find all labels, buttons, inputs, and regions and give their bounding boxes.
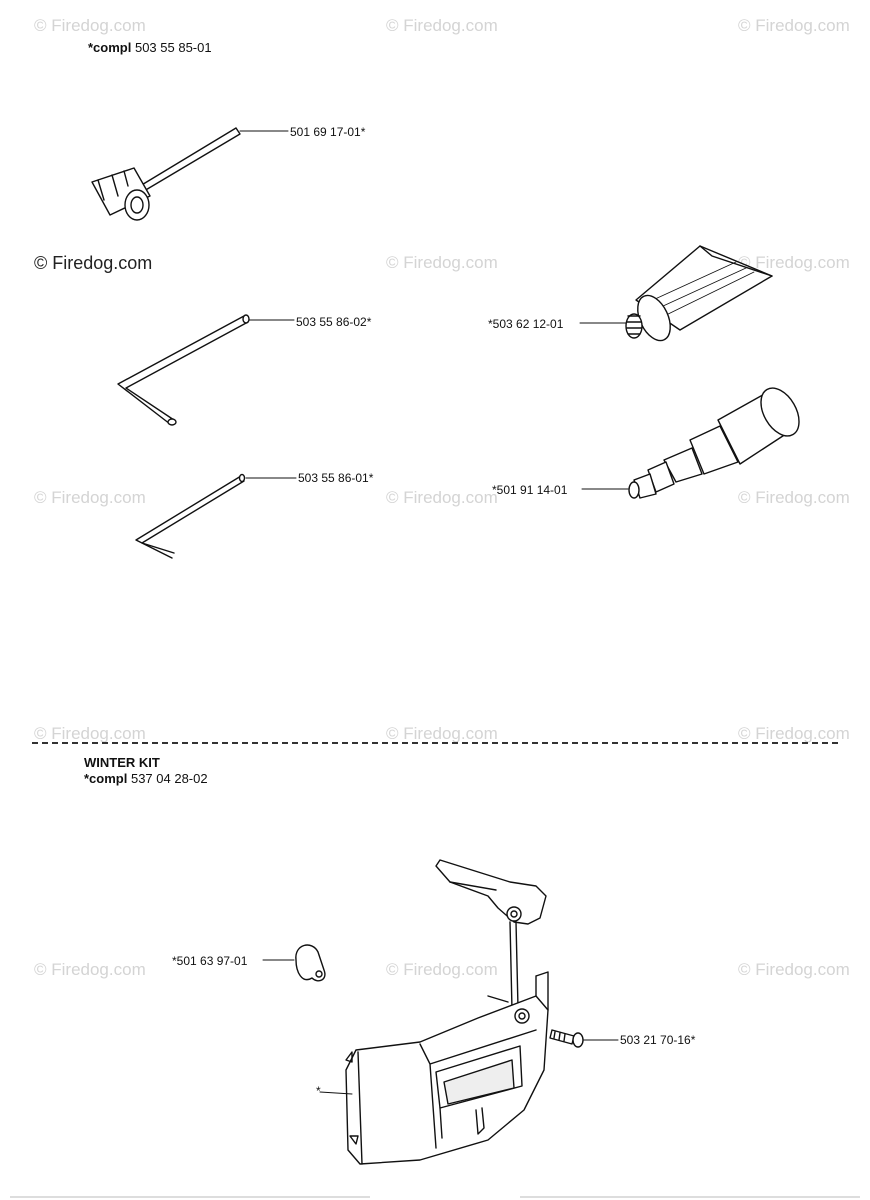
footer-rule (10, 1196, 370, 1198)
kit2-title: WINTER KIT (84, 755, 160, 770)
winter-cover-drawing (319, 971, 549, 1165)
hex-key-small-drawing (135, 473, 297, 559)
watermark: © Firedog.com (386, 488, 498, 507)
winter-kit-lever-drawing (435, 859, 547, 1011)
kit2-compl-number: *compl 537 04 28-02 (84, 771, 208, 786)
hex-key-large-drawing (117, 314, 295, 426)
spark-plug-wrench-drawing (91, 127, 289, 221)
part-label-hex-key-small: 503 55 86-01* (298, 471, 374, 485)
part-label-cover-plate: *501 63 97-01 (172, 954, 248, 968)
cover-plate-drawing (262, 944, 326, 982)
watermark-dark: © Firedog.com (34, 253, 153, 273)
watermark: © Firedog.com (34, 960, 146, 979)
kit1-compl-number: *compl 503 55 85-01 (88, 40, 212, 55)
bearing-tool-drawing (581, 387, 800, 499)
compl-number: 503 55 85-01 (134, 40, 212, 55)
watermark: © Firedog.com (386, 960, 498, 979)
watermark: © Firedog.com (386, 253, 498, 272)
watermark: © Firedog.com (34, 488, 146, 507)
part-label-bearing-tool: *501 91 14-01 (492, 483, 568, 497)
watermark: © Firedog.com (738, 960, 850, 979)
watermark: © Firedog.com (34, 16, 146, 35)
footer-rule (520, 1196, 860, 1198)
compl-number: 537 04 28-02 (130, 771, 208, 786)
compl-prefix: *compl (84, 771, 128, 786)
part-label-hex-key-large: 503 55 86-02* (296, 315, 372, 329)
part-label-winter-cover: * (316, 1084, 321, 1098)
grease-tube-drawing (579, 245, 773, 342)
watermark: © Firedog.com (386, 16, 498, 35)
watermark: © Firedog.com (738, 488, 850, 507)
screw-drawing (549, 1029, 619, 1048)
part-label-spark-plug-wrench: 501 69 17-01* (290, 125, 366, 139)
watermark: © Firedog.com (738, 16, 850, 35)
part-label-grease-tube: *503 62 12-01 (488, 317, 564, 331)
watermark: © Firedog.com (34, 724, 146, 743)
compl-prefix: *compl (88, 40, 132, 55)
section-divider (32, 742, 838, 744)
watermark: © Firedog.com (738, 724, 850, 743)
watermark: © Firedog.com (386, 724, 498, 743)
part-label-screw: 503 21 70-16* (620, 1033, 696, 1047)
watermark: © Firedog.com (738, 253, 850, 272)
